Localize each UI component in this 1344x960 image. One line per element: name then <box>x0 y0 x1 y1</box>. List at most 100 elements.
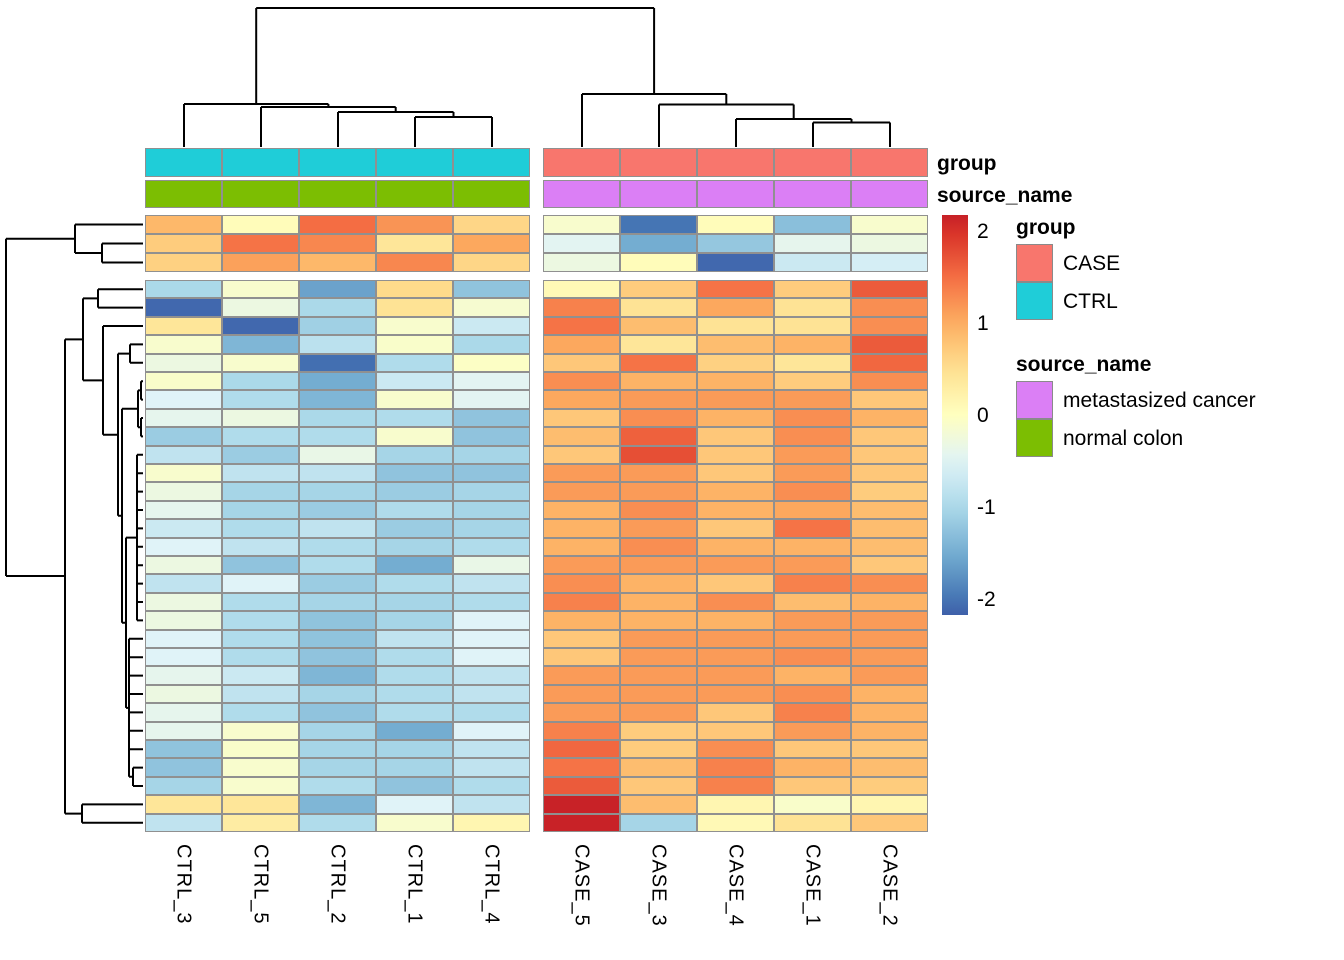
heatmap-cell <box>376 234 453 253</box>
heatmap-cell <box>851 722 928 740</box>
heatmap-cell <box>299 427 376 446</box>
heatmap-cell <box>697 298 774 317</box>
heatmap-cell <box>620 538 697 556</box>
heatmap-cell <box>376 703 453 722</box>
heatmap-cell <box>543 317 620 335</box>
heatmap-cell <box>543 482 620 501</box>
heatmap-cell <box>453 372 530 390</box>
heatmap-cell <box>299 446 376 464</box>
heatmap-cell <box>145 253 222 272</box>
heatmap-cell <box>697 519 774 538</box>
heatmap-cell <box>620 409 697 427</box>
heatmap-cell <box>697 777 774 795</box>
heatmap-cell <box>851 538 928 556</box>
heatmap-cell <box>774 446 851 464</box>
heatmap-cell <box>299 740 376 758</box>
heatmap-cell <box>299 253 376 272</box>
annotation-cell-group <box>543 148 620 177</box>
colorbar-tick: 2 <box>977 219 989 243</box>
annotation-cell-source-name <box>145 180 222 208</box>
heatmap-cell <box>543 372 620 390</box>
heatmap-cell <box>145 666 222 685</box>
heatmap-cell <box>543 703 620 722</box>
heatmap-cell <box>453 253 530 272</box>
column-label: CTRL_1 <box>403 844 426 925</box>
heatmap-cell <box>543 648 620 666</box>
heatmap-cell <box>453 234 530 253</box>
heatmap-cell <box>697 372 774 390</box>
heatmap-cell <box>543 666 620 685</box>
heatmap-cell <box>697 556 774 574</box>
heatmap-cell <box>453 611 530 630</box>
heatmap-cell <box>299 611 376 630</box>
heatmap-cell <box>222 740 299 758</box>
heatmap-cell <box>851 280 928 298</box>
heatmap-cell <box>453 354 530 372</box>
heatmap-cell <box>697 464 774 482</box>
heatmap-cell <box>543 354 620 372</box>
heatmap-cell <box>376 446 453 464</box>
heatmap-cell <box>620 464 697 482</box>
heatmap-cell <box>376 354 453 372</box>
heatmap-cell <box>453 556 530 574</box>
heatmap-cell <box>145 464 222 482</box>
heatmap-cell <box>774 482 851 501</box>
heatmap-cell <box>620 298 697 317</box>
heatmap-cell <box>222 280 299 298</box>
heatmap-cell <box>222 446 299 464</box>
heatmap-cell <box>851 335 928 354</box>
heatmap-cell <box>774 317 851 335</box>
heatmap-cell <box>851 611 928 630</box>
heatmap-cell <box>299 593 376 611</box>
heatmap-cell <box>774 685 851 703</box>
heatmap-cell <box>620 630 697 648</box>
heatmap-cell <box>376 685 453 703</box>
heatmap-cell <box>145 298 222 317</box>
heatmap-cell <box>620 253 697 272</box>
heatmap-cell <box>851 556 928 574</box>
heatmap-cell <box>145 758 222 777</box>
heatmap-cell <box>222 464 299 482</box>
heatmap-cell <box>620 354 697 372</box>
heatmap-cell <box>697 234 774 253</box>
heatmap-cell <box>543 630 620 648</box>
heatmap-cell <box>697 630 774 648</box>
heatmap-cell <box>697 354 774 372</box>
heatmap-cell <box>299 390 376 409</box>
heatmap-cell <box>453 215 530 234</box>
heatmap-cell <box>620 501 697 519</box>
heatmap-cell <box>851 758 928 777</box>
heatmap-cell <box>145 740 222 758</box>
heatmap-cell <box>774 556 851 574</box>
heatmap-cell <box>299 354 376 372</box>
heatmap-cell <box>299 574 376 593</box>
heatmap-cell <box>543 446 620 464</box>
heatmap-cell <box>697 280 774 298</box>
heatmap-cell <box>851 298 928 317</box>
annotation-cell-source-name <box>222 180 299 208</box>
heatmap-cell <box>543 538 620 556</box>
column-label: CASE_3 <box>647 844 670 927</box>
heatmap-cell <box>851 390 928 409</box>
heatmap-cell <box>851 814 928 832</box>
column-label: CASE_5 <box>570 844 593 927</box>
heatmap-cell <box>543 464 620 482</box>
heatmap-cell <box>145 427 222 446</box>
annotation-cell-group <box>145 148 222 177</box>
heatmap-cell <box>145 703 222 722</box>
heatmap-cell <box>697 814 774 832</box>
heatmap-cell <box>453 335 530 354</box>
heatmap-cell <box>697 253 774 272</box>
heatmap-cell <box>620 427 697 446</box>
annotation-cell-source-name <box>543 180 620 208</box>
heatmap-cell <box>774 703 851 722</box>
heatmap-cell <box>620 666 697 685</box>
column-label: CTRL_3 <box>172 844 195 925</box>
heatmap-cell <box>145 538 222 556</box>
heatmap-cell <box>697 215 774 234</box>
heatmap-cell <box>376 574 453 593</box>
heatmap-cell <box>774 630 851 648</box>
colorbar-tick: -1 <box>977 496 996 520</box>
heatmap-cell <box>774 519 851 538</box>
